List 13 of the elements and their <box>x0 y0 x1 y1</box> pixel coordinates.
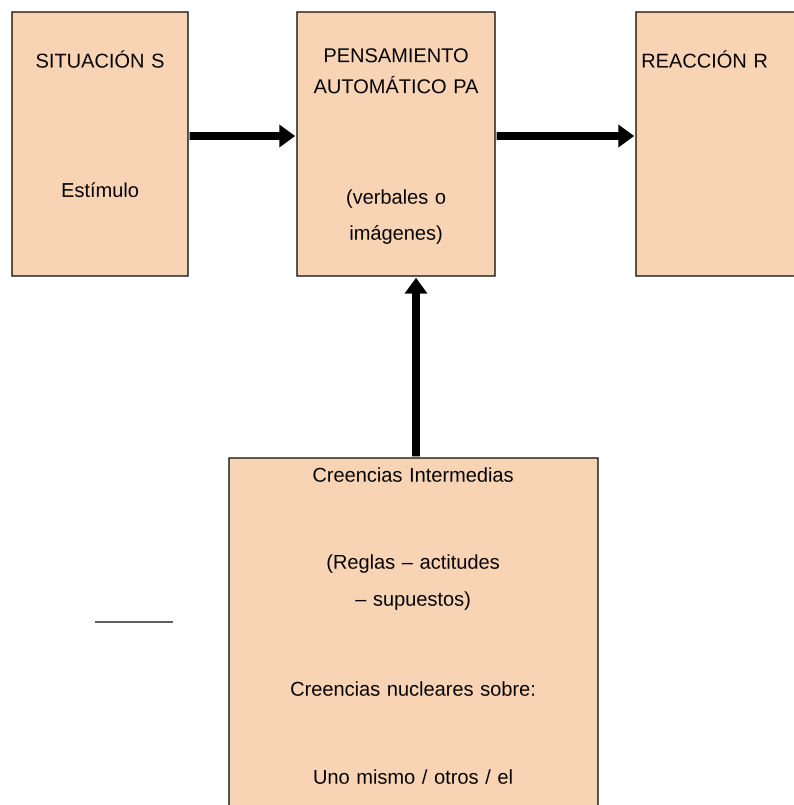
process-box <box>635 11 794 277</box>
process-box <box>228 457 599 805</box>
box-text: PENSAMIENTO AUTOMÁTICO PA <box>314 48 478 94</box>
box-text: Estímulo <box>62 182 138 198</box>
box-text: (verbales o imágenes) <box>347 189 446 244</box>
box-text: SITUACIÓN S <box>36 50 164 68</box>
box-text: (Reglas – actitudes – supuestos) <box>328 554 499 610</box>
process-box <box>296 11 496 277</box>
box-text: Uno mismo / otros / el <box>314 769 512 784</box>
box-text: Creencias nucleares sobre: <box>291 681 534 696</box>
process-box <box>11 11 189 277</box>
box-text: REACCIÓN R <box>642 50 767 68</box>
box-text: Creencias Intermedias <box>313 467 513 482</box>
